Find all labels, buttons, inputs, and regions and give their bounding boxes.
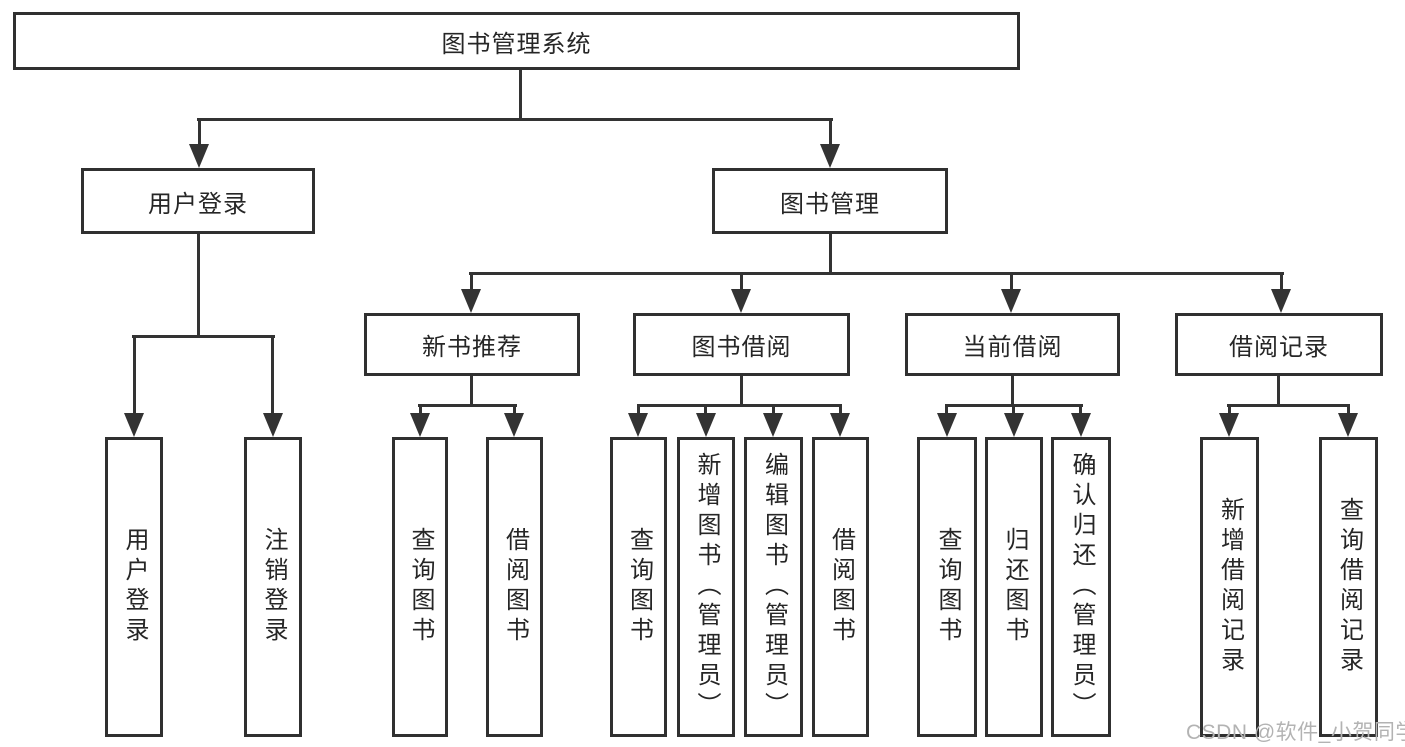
- connector-arrow: [830, 413, 850, 437]
- connector-stub: [1280, 274, 1283, 291]
- csdn-watermark: CSDN @软件_小贺同学: [1186, 721, 1405, 744]
- connector-stub: [1079, 406, 1082, 415]
- connector-line-v: [829, 234, 832, 274]
- node-book-mgmt: 图书管理: [712, 168, 948, 234]
- leaf-user-login: 用户登录: [105, 437, 163, 737]
- connector-stub: [839, 406, 842, 415]
- node-label: 归还图书: [1001, 527, 1028, 647]
- leaf-confirm-return-admin: 确认归还（管理员）: [1051, 437, 1111, 737]
- connector-arrow: [1271, 289, 1291, 313]
- node-borrow-record: 借阅记录: [1175, 313, 1383, 376]
- connector-stub: [772, 406, 775, 415]
- connector-stub: [740, 274, 743, 291]
- node-label: 图书借阅: [691, 334, 792, 361]
- connector-line-v: [740, 376, 743, 406]
- leaf-borrow-book-borrow: 借阅图书: [812, 437, 869, 737]
- connector-line-v: [519, 70, 522, 121]
- node-label: 用户登录: [121, 527, 148, 647]
- connector-arrow: [763, 413, 783, 437]
- node-label: 借阅图书: [501, 527, 529, 647]
- leaf-query-book-newrec: 查询图书: [392, 437, 448, 737]
- node-label: 注销登录: [260, 527, 287, 647]
- connector-line-h: [469, 272, 1284, 275]
- leaf-query-borrow-record: 查询借阅记录: [1319, 437, 1378, 737]
- connector-arrow: [1219, 413, 1239, 437]
- connector-line-v: [470, 376, 473, 406]
- node-label: 借阅记录: [1229, 334, 1329, 361]
- node-label: 查询图书: [934, 527, 961, 647]
- node-book-mgmt-system: 图书管理系统: [13, 12, 1020, 70]
- connector-stub: [1347, 406, 1350, 415]
- connector-stub: [198, 120, 201, 146]
- connector-arrow: [937, 413, 957, 437]
- connector-stub: [1012, 406, 1015, 415]
- connector-stub: [470, 274, 473, 291]
- leaf-edit-book-admin: 编辑图书（管理员）: [744, 437, 803, 737]
- connector-arrow: [628, 413, 648, 437]
- connector-stub: [1228, 406, 1231, 415]
- connector-arrow: [1338, 413, 1358, 437]
- connector-stub: [945, 406, 948, 415]
- node-label: 查询借阅记录: [1335, 497, 1363, 677]
- connector-arrow: [410, 413, 430, 437]
- connector-stub: [513, 406, 516, 415]
- connector-line-h: [945, 404, 1083, 407]
- node-label: 查询图书: [625, 527, 653, 647]
- node-label: 编辑图书（管理员）: [760, 452, 788, 722]
- node-label: 新书推荐: [422, 334, 522, 361]
- node-label: 查询图书: [407, 527, 434, 647]
- node-new-book-rec: 新书推荐: [364, 313, 580, 376]
- connector-line-v: [197, 234, 200, 337]
- connector-line-h: [418, 404, 517, 407]
- node-label: 图书管理系统: [441, 30, 592, 58]
- connector-arrow: [1004, 413, 1024, 437]
- node-label: 借阅图书: [827, 527, 855, 647]
- connector-arrow: [731, 289, 751, 313]
- leaf-add-borrow-record: 新增借阅记录: [1200, 437, 1259, 737]
- node-label: 用户登录: [148, 190, 248, 218]
- leaf-add-book-admin: 新增图书（管理员）: [677, 437, 735, 737]
- node-book-borrow: 图书借阅: [633, 313, 850, 376]
- connector-stub: [271, 337, 274, 415]
- node-user-login: 用户登录: [81, 168, 315, 234]
- connector-line-v: [1277, 376, 1280, 406]
- connector-line-h: [1227, 404, 1350, 407]
- connector-stub: [133, 337, 136, 415]
- connector-stub: [704, 406, 707, 415]
- connector-arrow: [1071, 413, 1091, 437]
- connector-line-h: [132, 335, 275, 338]
- leaf-borrow-book-newrec: 借阅图书: [486, 437, 543, 737]
- connector-arrow: [124, 413, 144, 437]
- leaf-query-book-current: 查询图书: [917, 437, 977, 737]
- connector-arrow: [189, 144, 209, 168]
- connector-line-h: [197, 118, 833, 121]
- node-current-borrow: 当前借阅: [905, 313, 1120, 376]
- connector-arrow: [696, 413, 716, 437]
- leaf-logout-login: 注销登录: [244, 437, 302, 737]
- connector-arrow: [461, 289, 481, 313]
- leaf-return-book: 归还图书: [985, 437, 1043, 737]
- connector-arrow: [820, 144, 840, 168]
- node-label: 当前借阅: [962, 334, 1063, 361]
- connector-stub: [1010, 274, 1013, 291]
- node-label: 新增图书（管理员）: [693, 452, 720, 722]
- node-label: 新增借阅记录: [1216, 497, 1244, 677]
- connector-arrow: [1001, 289, 1021, 313]
- node-label: 确认归还（管理员）: [1068, 452, 1095, 722]
- connector-arrow: [504, 413, 524, 437]
- connector-stub: [419, 406, 422, 415]
- connector-line-h: [637, 404, 842, 407]
- connector-line-v: [1011, 376, 1014, 406]
- connector-arrow: [263, 413, 283, 437]
- leaf-query-book-borrow: 查询图书: [610, 437, 667, 737]
- node-label: 图书管理: [780, 190, 880, 218]
- connector-stub: [637, 406, 640, 415]
- connector-stub: [829, 120, 832, 146]
